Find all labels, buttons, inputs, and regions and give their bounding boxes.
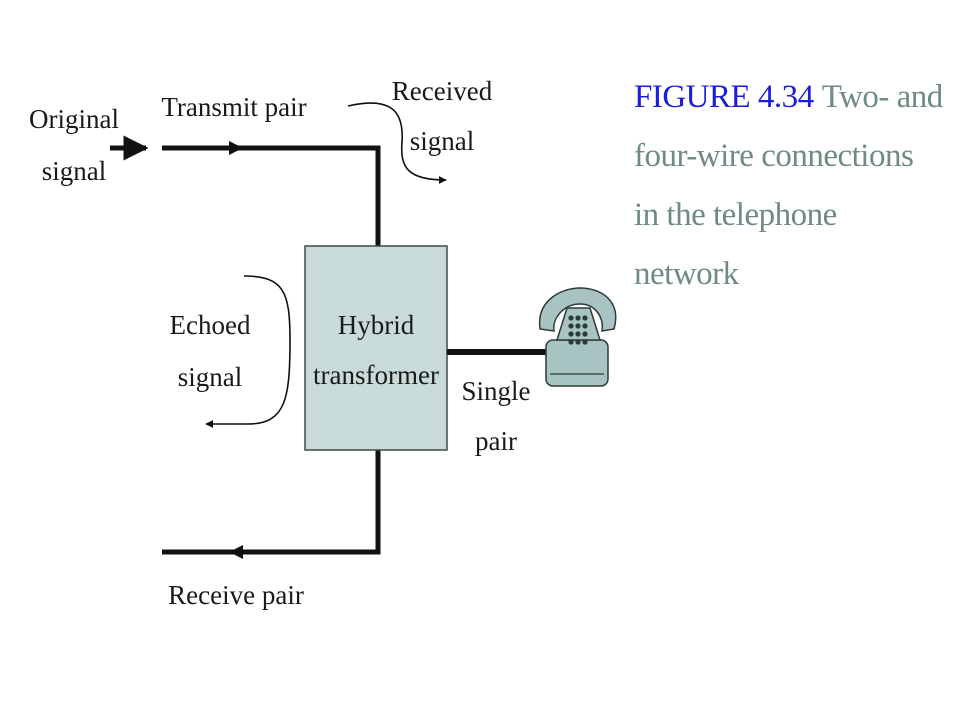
transmit-direction-arrow [229, 141, 243, 155]
received-signal-arrow [347, 102, 447, 184]
original-signal-label-2: signal [42, 156, 107, 186]
hybrid-transformer-label-2: transformer [313, 360, 439, 390]
telephone-icon [538, 287, 617, 387]
receive-direction-arrow [229, 545, 243, 559]
original-signal-label-1: Original [29, 104, 119, 134]
hybrid-transformer-box [304, 245, 448, 451]
figure-caption-text: Two- and four-wire connections in the te… [634, 79, 943, 292]
echoed-signal-label-1: Echoed [170, 310, 251, 340]
transmit-pair-wire [162, 145, 381, 246]
echoed-signal-label-2: signal [178, 362, 243, 392]
echoed-signal-arrow [205, 275, 291, 428]
receive-pair-label: Receive pair [168, 580, 304, 610]
received-signal-label-2: signal [410, 126, 475, 156]
hybrid-transformer-label-1: Hybrid [338, 310, 415, 340]
transmit-pair-label: Transmit pair [161, 92, 306, 122]
receive-pair-wire [162, 450, 381, 555]
single-pair-label-1: Single [461, 376, 530, 406]
received-signal-label-1: Received [392, 76, 493, 106]
figure-number: FIGURE 4.34 [634, 79, 814, 115]
single-pair-label-2: pair [475, 426, 517, 456]
